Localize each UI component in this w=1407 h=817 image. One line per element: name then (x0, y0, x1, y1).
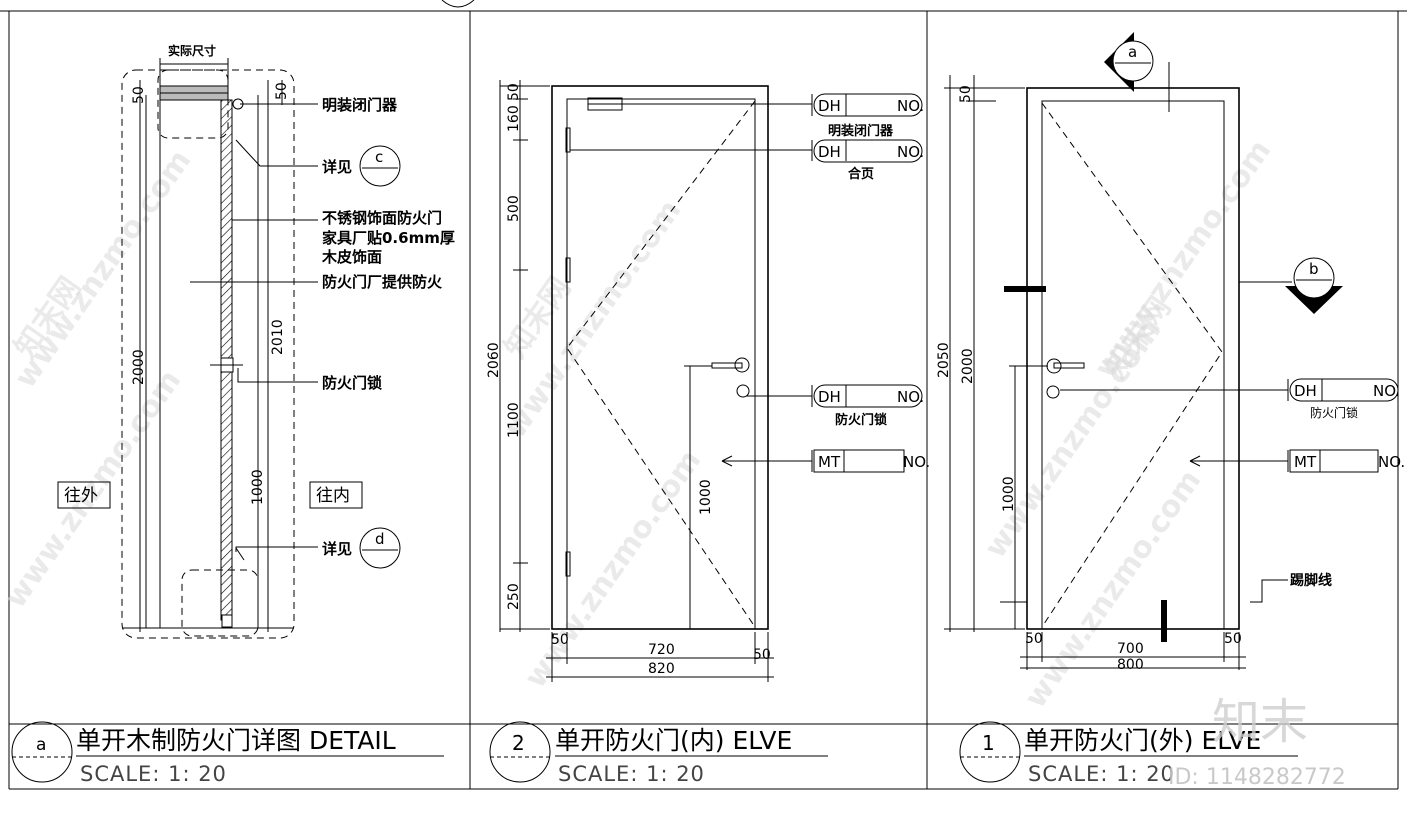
svg-text:MT: MT (818, 453, 841, 471)
dim-overall: 2050 (936, 342, 952, 378)
scale-text: SCALE: 1: 20 (80, 762, 227, 786)
svg-text:DH: DH (818, 143, 841, 161)
svg-text:a: a (36, 735, 46, 755)
section-ref-b: b (1239, 257, 1343, 314)
dim-top-right: 50 (274, 82, 290, 100)
title-block-1: 1 单开防火门(外) ELVE SCALE: 1: 20 (959, 721, 1298, 786)
svg-text:d: d (375, 530, 385, 548)
hardware-tag: DH NO. 防火门锁 (1287, 378, 1400, 420)
panel-2-inner-elevation: 50 160 500 1100 250 2060 1000 50 720 50 … (486, 80, 930, 682)
panel-1-outer-elevation: a b 50 2050 2000 1000 50 700 50 (936, 32, 1405, 673)
svg-text:c: c (375, 148, 383, 166)
dim-overall: 2060 (486, 342, 502, 378)
dim-right: 50 (1224, 631, 1242, 647)
dim-total: 800 (1117, 657, 1144, 673)
title-text: 单开防火门(内) ELVE (555, 726, 792, 755)
dim-top: 50 (506, 83, 522, 101)
dim-hinge-gap: 500 (506, 195, 522, 222)
material-tag: MT NO. (1287, 449, 1405, 473)
dim-right: 50 (753, 647, 771, 663)
title-text: 单开木制防火门详图 DETAIL (76, 726, 396, 755)
dim-mid: 1100 (506, 402, 522, 438)
id-label: ID: 1148282772 (1168, 765, 1346, 790)
dim-lock-height: 1000 (250, 469, 266, 505)
svg-text:DH: DH (1294, 382, 1317, 400)
scale-text: SCALE: 1: 20 (1028, 762, 1175, 786)
svg-text:NO.: NO. (903, 453, 930, 471)
dim-lock-height: 1000 (698, 479, 714, 515)
title-text: 单开防火门(外) ELVE (1024, 726, 1261, 755)
svg-text:b: b (1309, 260, 1319, 278)
dim-height: 2000 (131, 349, 147, 385)
svg-text:知末: 知末 (1212, 694, 1308, 750)
svg-text:DH: DH (818, 388, 841, 406)
svg-text:明装闭门器: 明装闭门器 (828, 123, 894, 139)
detail-ref-d: d (359, 527, 401, 569)
svg-text:NO.: NO. (1378, 453, 1405, 471)
hardware-tag: DH NO. 防火门锁 (811, 384, 924, 428)
svg-text:1: 1 (982, 731, 995, 755)
callout-face-2: 家具厂贴0.6mm厚 (322, 229, 455, 247)
svg-text:MT: MT (1294, 453, 1317, 471)
dim-width: 720 (648, 642, 675, 658)
dim-height: 2000 (960, 348, 976, 384)
dim-top: 50 (958, 85, 974, 103)
brand-watermark: 知末 ID: 1148282772 (1168, 694, 1346, 790)
callout-closer: 明装闭门器 (322, 96, 398, 114)
dim-left: 50 (1025, 631, 1043, 647)
callout-face-3: 木皮饰面 (321, 248, 382, 266)
dim-top-left: 50 (131, 86, 147, 104)
callout-face-1: 不锈钢饰面防火门 (322, 209, 442, 227)
dim-width: 700 (1117, 641, 1144, 657)
watermark-group: www.znzmo.com www.znzmo.com www.znzmo.co… (0, 134, 1278, 715)
svg-text:防火门锁: 防火门锁 (835, 412, 887, 428)
dim-left: 50 (551, 632, 569, 648)
svg-text:NO.: NO. (1373, 382, 1400, 400)
hardware-tag: DH NO. 明装闭门器 (811, 93, 924, 139)
callout-see-detail-2: 详见 (322, 540, 352, 558)
svg-text:NO.: NO. (897, 97, 924, 115)
dim-bottom: 250 (506, 583, 522, 610)
section-ref-a: a (1104, 32, 1170, 112)
callout-lock: 防火门锁 (322, 374, 382, 392)
sheet-frame (0, 0, 1407, 790)
svg-text:NO.: NO. (897, 143, 924, 161)
hardware-tag: DH NO. 合页 (811, 139, 924, 182)
label-outside: 往外 (64, 486, 98, 506)
detail-ref-c: c (359, 145, 401, 187)
dim-height-total: 2010 (270, 319, 286, 355)
actual-size-label: 实际尺寸 (168, 43, 216, 58)
label-inside: 往内 (316, 486, 350, 506)
callout-skirting: 踢脚线 (1290, 572, 1332, 589)
dim-lock-height: 1000 (1001, 476, 1017, 512)
svg-text:2: 2 (512, 731, 525, 755)
svg-text:合页: 合页 (848, 166, 874, 182)
dim-total: 820 (648, 661, 675, 677)
svg-text:DH: DH (818, 97, 841, 115)
dim-closer: 160 (506, 105, 522, 132)
scale-text: SCALE: 1: 20 (558, 762, 705, 786)
callout-see-detail-1: 详见 (322, 158, 352, 176)
svg-text:a: a (1128, 43, 1137, 61)
panel-a-section-detail: 实际尺寸 50 2000 50 2010 1000 明装闭门器 详见 不锈钢饰面… (57, 43, 455, 639)
watermark-text: www.znzmo.com (518, 444, 708, 695)
svg-text:NO.: NO. (897, 388, 924, 406)
callout-fire-supply: 防火门厂提供防火 (322, 273, 443, 291)
material-tag: MT NO. (811, 449, 930, 473)
title-block-2: 2 单开防火门(内) ELVE SCALE: 1: 20 (489, 721, 828, 786)
svg-text:防火门锁: 防火门锁 (1310, 405, 1358, 420)
title-block-a: a 单开木制防火门详图 DETAIL SCALE: 1: 20 (11, 721, 444, 786)
